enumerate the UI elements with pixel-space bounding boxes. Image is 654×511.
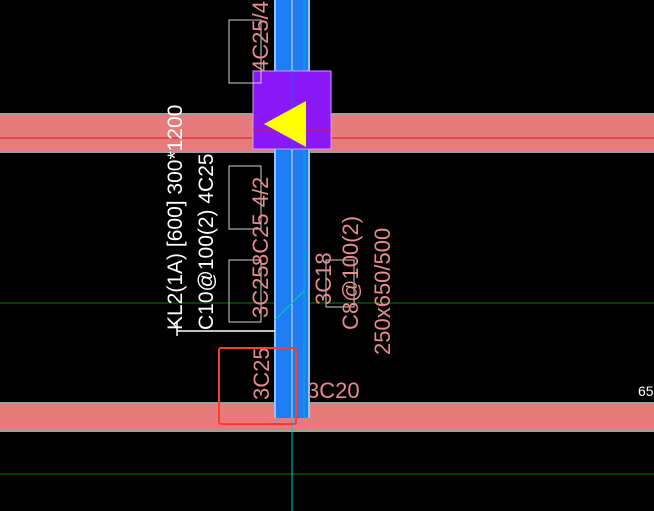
label-box-mid bbox=[228, 165, 262, 230]
section-text: 250x650/500 bbox=[370, 228, 395, 355]
guide-line-diagonal bbox=[274, 289, 306, 321]
rebar-text-bottom: 3C25 bbox=[248, 265, 273, 318]
beam-bottom[interactable] bbox=[0, 402, 654, 432]
label-box-bottom bbox=[228, 259, 262, 323]
highlight-box[interactable] bbox=[218, 347, 297, 425]
rebar-text-lower-right: 3C20 bbox=[307, 378, 360, 403]
stirrup-text: C8@100(2) bbox=[338, 216, 363, 330]
rebar-text-top: 4C25/4 bbox=[248, 1, 273, 72]
beam-label-line1: KL2(1A) [600] 300*1200 bbox=[164, 105, 187, 330]
label-box-top bbox=[228, 19, 262, 84]
rebar-text-lower-left: 3C25 bbox=[249, 347, 274, 400]
beam-label-line2: C10@100(2) 4C25 bbox=[195, 153, 218, 330]
column-node[interactable] bbox=[252, 70, 332, 150]
edge-number: 65 bbox=[638, 383, 654, 399]
label-box-right bbox=[325, 259, 355, 308]
rebar-text-right: 3C18 bbox=[311, 252, 336, 305]
rebar-text-mid: 8C25 4/2 bbox=[248, 177, 273, 266]
selection-marker-icon[interactable] bbox=[264, 101, 306, 147]
